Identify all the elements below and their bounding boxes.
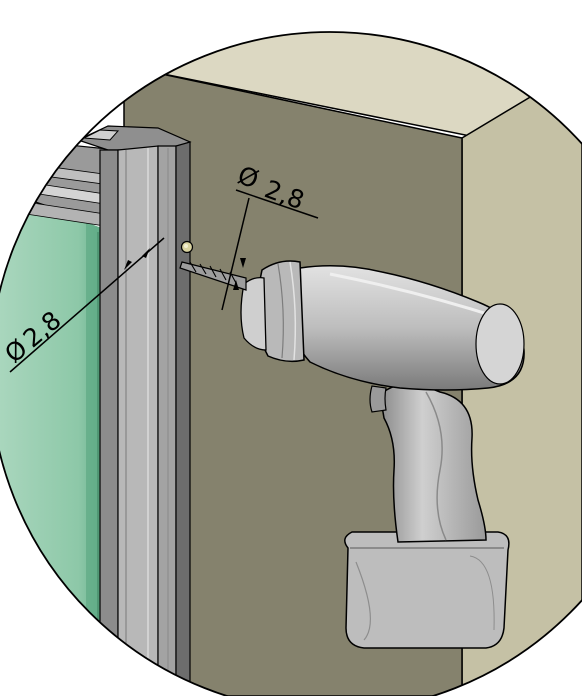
drill-trigger [369, 385, 387, 413]
drill-bit [179, 261, 247, 291]
frame-profile-front [117, 145, 159, 696]
drill-icon [179, 260, 525, 649]
frame-profile-left [99, 149, 119, 696]
frame-profile-side [157, 145, 177, 696]
drill-bit-dimension [221, 189, 319, 311]
frame-hole-dimension [9, 237, 165, 373]
frame-profile-edge [175, 141, 191, 696]
detail-circle-outline [0, 31, 582, 696]
screw-hole-icon [180, 240, 194, 254]
drill-battery [344, 531, 510, 649]
